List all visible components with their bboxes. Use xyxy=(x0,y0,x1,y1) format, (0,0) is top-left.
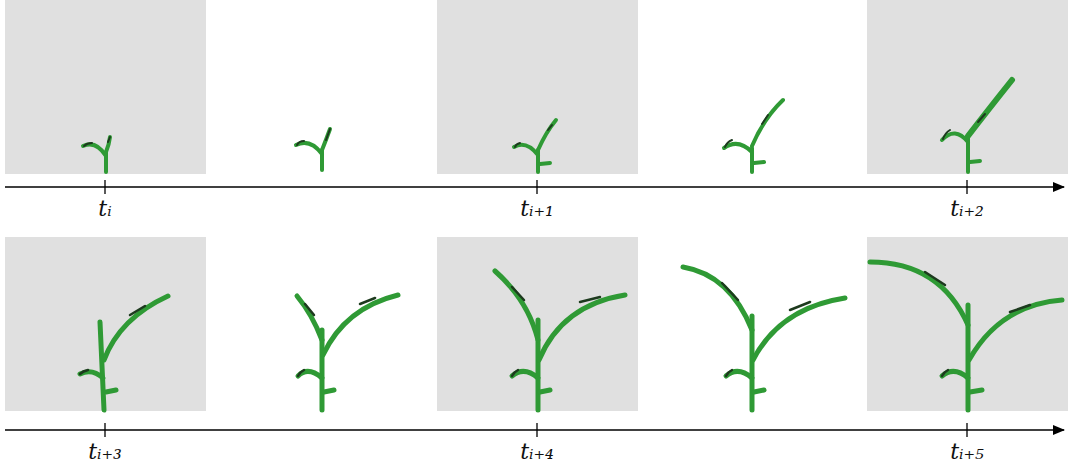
time-label: tᵢ₊₁ xyxy=(520,198,554,220)
plants xyxy=(80,80,1062,410)
time-label: tᵢ₊₄ xyxy=(520,441,554,463)
time-label: tᵢ₊₂ xyxy=(950,198,984,220)
time-label: tᵢ xyxy=(98,198,111,220)
time-label: tᵢ₊₅ xyxy=(950,441,984,463)
keyframe-backgrounds xyxy=(5,0,1068,411)
time-label: tᵢ₊₃ xyxy=(88,441,122,463)
time-axes xyxy=(5,180,1064,437)
